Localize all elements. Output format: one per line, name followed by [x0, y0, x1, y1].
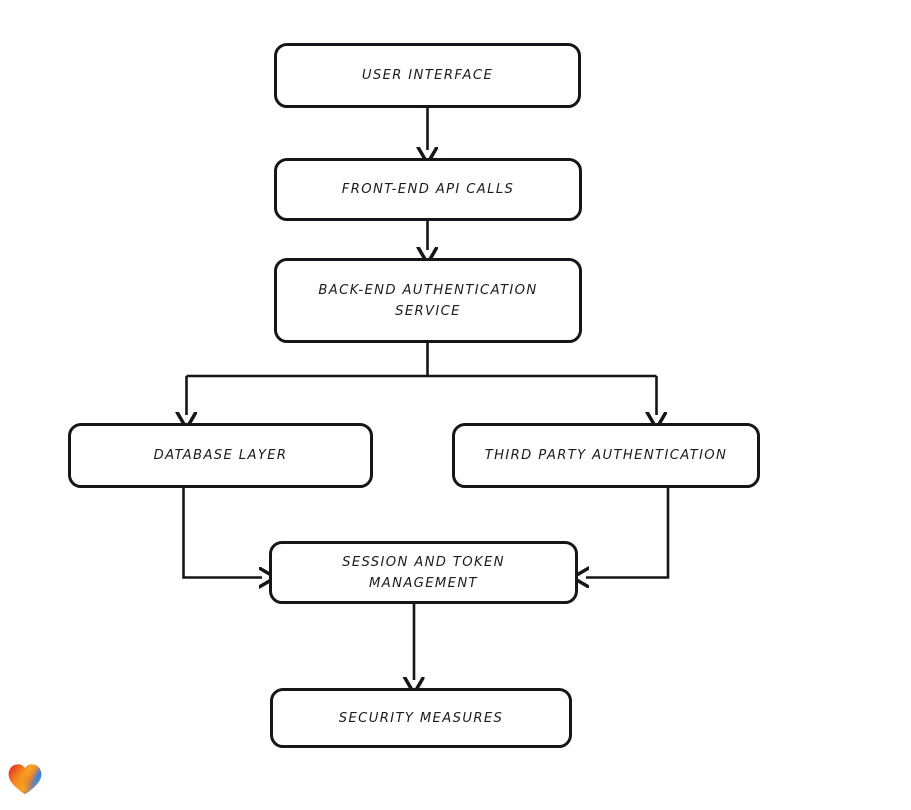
node-security-measures[interactable]: Security Measures [270, 688, 572, 748]
node-frontend-api-calls-label: Front-End API Calls [341, 182, 515, 197]
node-third-party-authentication[interactable]: Third Party Authentication [452, 423, 760, 488]
edge-third-party-auth-to-session-token [586, 488, 670, 578]
node-session-and-token-management-label: Session and Token Management [342, 554, 505, 591]
node-session-and-token-management[interactable]: Session and Token Management [269, 541, 578, 604]
node-database-layer[interactable]: Database Layer [68, 423, 373, 488]
node-backend-authentication-service[interactable]: Back-End Authentication Service [274, 258, 582, 343]
node-user-interface-label: User Interface [361, 68, 494, 83]
heart-icon [8, 764, 42, 795]
node-database-layer-label: Database Layer [153, 448, 288, 463]
node-third-party-authentication-label: Third Party Authentication [484, 448, 728, 463]
edge-database-layer-to-session-token [182, 488, 263, 578]
node-security-measures-label: Security Measures [338, 710, 504, 726]
node-backend-authentication-service-label: Back-End Authentication Service [318, 282, 538, 319]
node-frontend-api-calls[interactable]: Front-End API Calls [274, 158, 582, 221]
node-user-interface[interactable]: User Interface [274, 43, 581, 108]
